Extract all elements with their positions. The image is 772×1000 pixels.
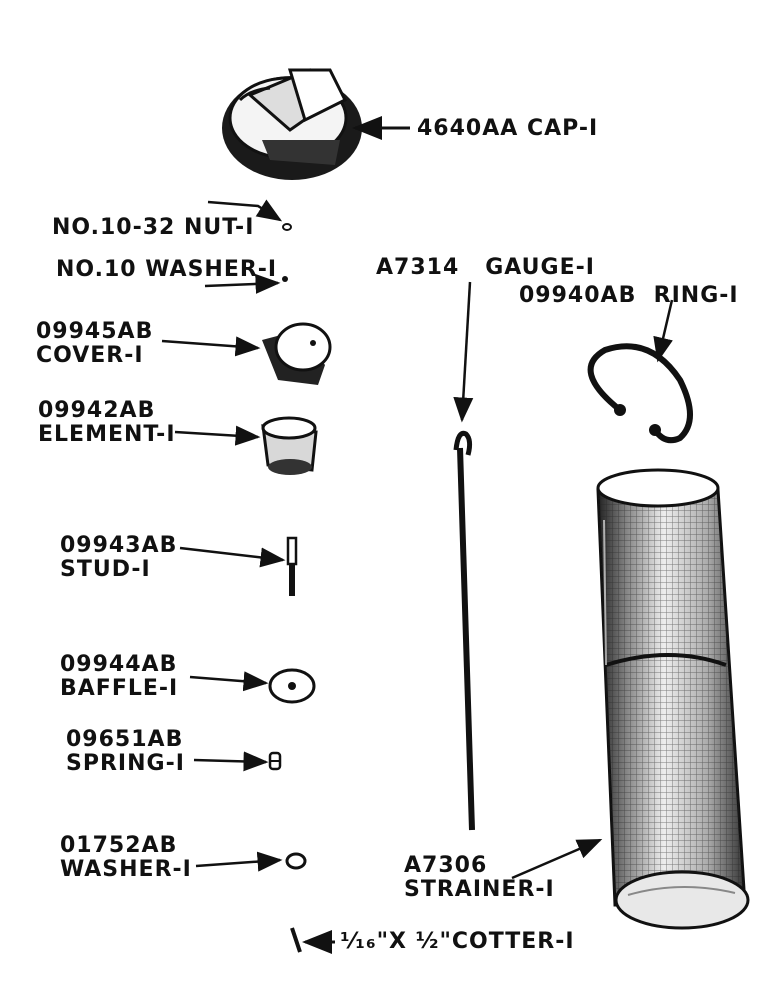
baffle-part (268, 668, 316, 704)
washer-label: 01752AB WASHER-I (60, 834, 192, 882)
washer10-label: NO.10 WASHER-I (56, 257, 278, 282)
washer-part (285, 852, 307, 870)
cover-label: 09945AB COVER-I (36, 320, 153, 368)
ring-part (587, 343, 693, 444)
baffle-part-number: 09944AB (60, 652, 178, 677)
strainer-part-number: A7306 (404, 853, 488, 878)
gauge-part (453, 430, 475, 831)
nut-label: NO.10-32 NUT-I (52, 215, 255, 240)
cotter-label: ¹⁄₁₆"X ½"COTTER-I (340, 929, 575, 954)
element-label: 09942AB ELEMENT-I (38, 399, 176, 447)
element-part (261, 416, 318, 475)
spring-part-name: SPRING-I (66, 751, 185, 776)
ring-label: 09940AB RING-I (519, 283, 739, 308)
stud-part (286, 536, 298, 596)
washer-part-number: 01752AB (60, 833, 178, 858)
baffle-part-name: BAFFLE-I (60, 676, 179, 701)
cap-label: 4640AA CAP-I (417, 116, 599, 141)
nut-part (282, 223, 292, 231)
cover-part-number: 09945AB (36, 319, 154, 344)
cover-part-name: COVER-I (36, 343, 144, 368)
element-part-name: ELEMENT-I (38, 422, 176, 447)
strainer-label: A7306 STRAINER-I (404, 854, 555, 902)
element-part-number: 09942AB (38, 398, 156, 423)
stud-label: 09943AB STUD-I (60, 534, 177, 582)
washer10-part (282, 276, 288, 282)
gauge-label: A7314 GAUGE-I (376, 255, 595, 280)
strainer-part-name: STRAINER-I (404, 877, 555, 902)
stud-part-name: STUD-I (60, 557, 151, 582)
strainer-part (596, 468, 750, 930)
baffle-label: 09944AB BAFFLE-I (60, 653, 178, 701)
washer-part-name: WASHER-I (60, 857, 192, 882)
cotter-part (290, 927, 302, 953)
spring-part (268, 751, 282, 771)
spring-label: 09651AB SPRING-I (66, 728, 185, 776)
spring-part-number: 09651AB (66, 727, 184, 752)
cover-part (262, 322, 332, 385)
cap-part (222, 68, 362, 180)
stud-part-number: 09943AB (60, 533, 178, 558)
